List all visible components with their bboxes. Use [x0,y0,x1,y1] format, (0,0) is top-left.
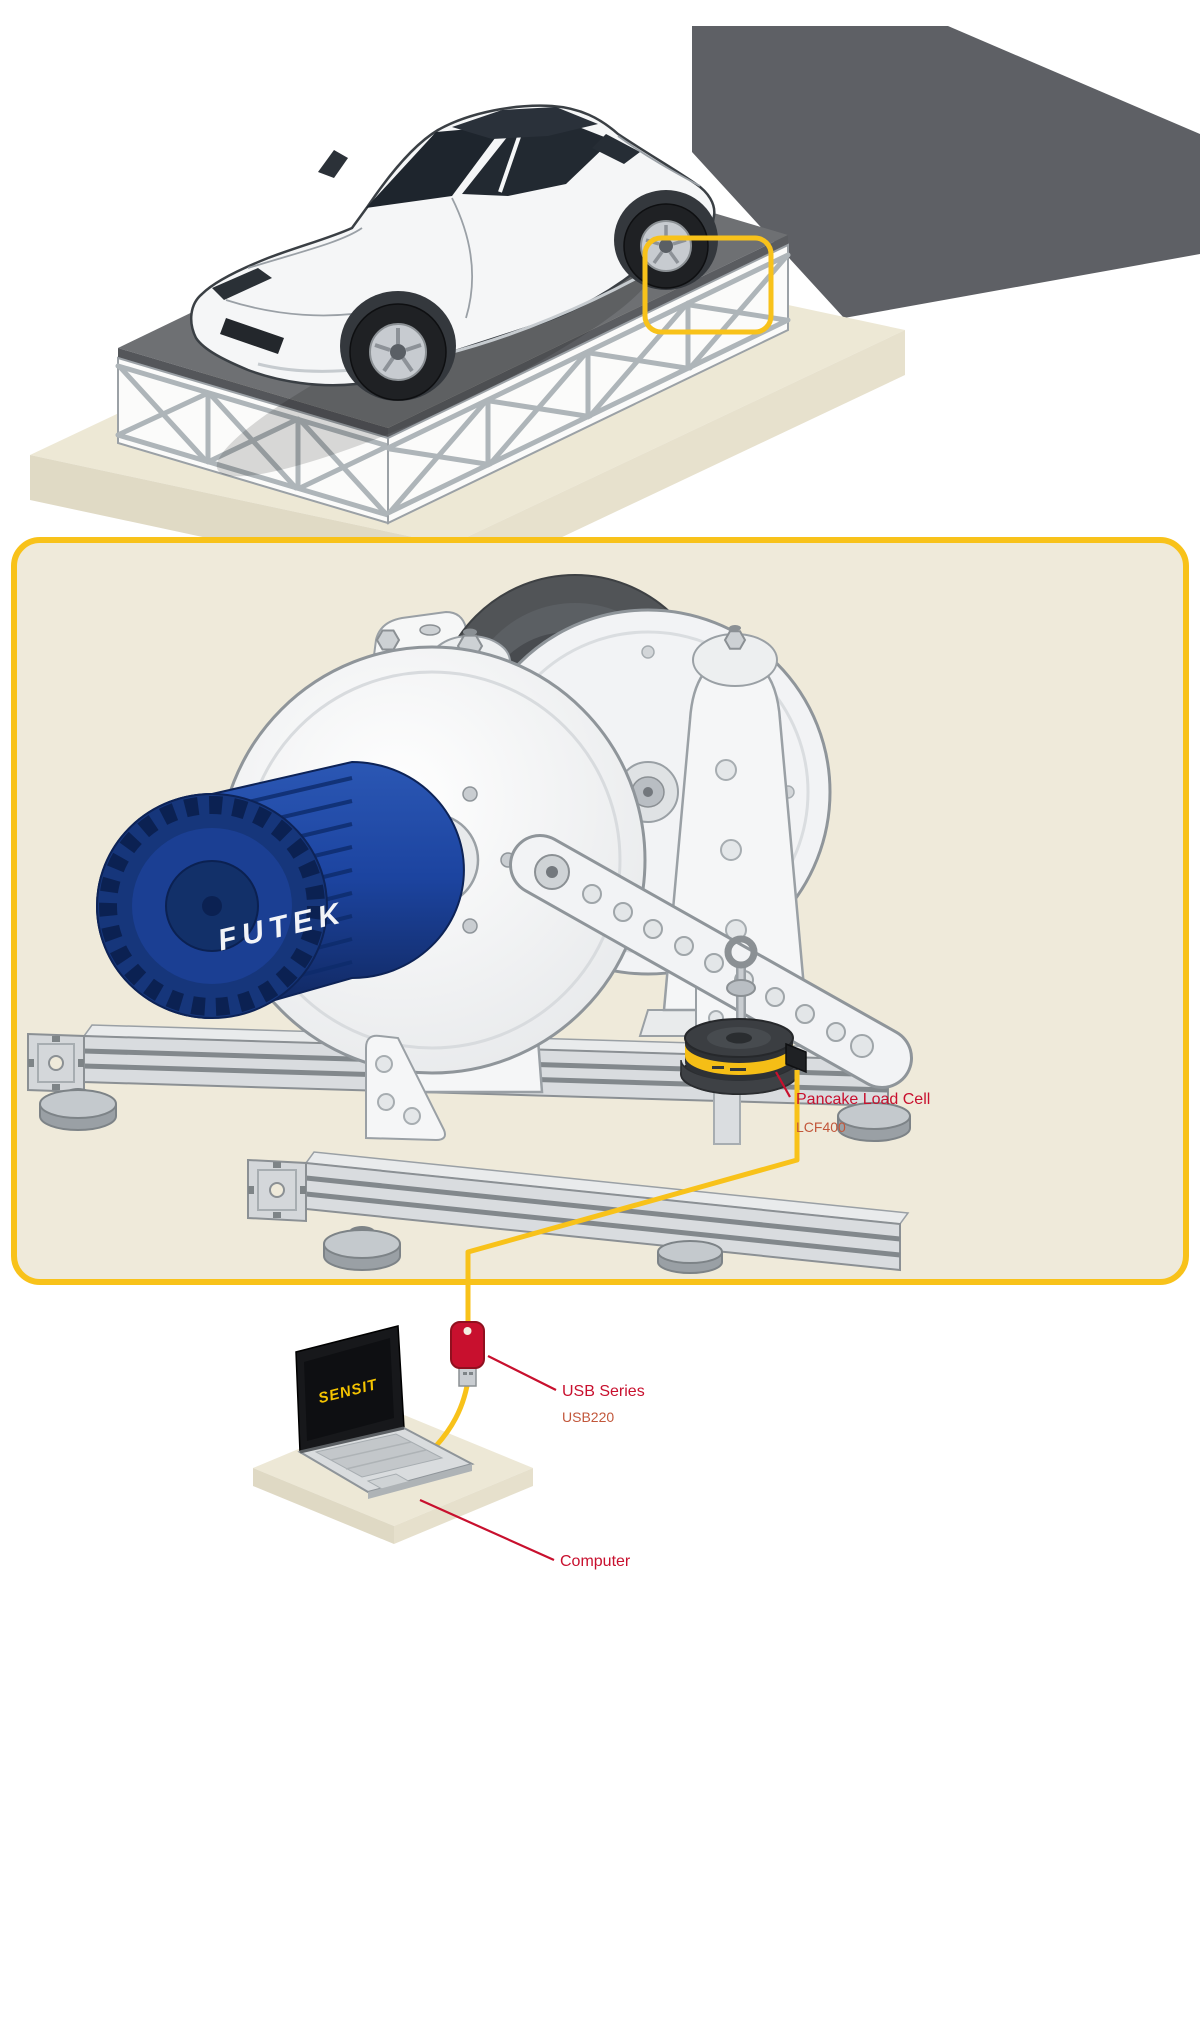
leader-line-load-cell [775,1071,791,1098]
mounting-foot-front-left [323,1226,401,1271]
leader-line-usb [487,1355,557,1391]
leader-line-computer [419,1498,555,1562]
pancake-load-cell [680,1018,807,1095]
headlight [212,268,272,300]
test-platform-truss [115,243,791,525]
side-mirror [318,150,348,178]
zoom-highlight-box [642,235,774,335]
usb-model-label: USB220 [562,1409,614,1425]
mounting-foot-rear-left [39,1088,117,1131]
load-cell-connector [785,1042,807,1074]
hood-crease [247,227,363,269]
motor: FUTEK [96,760,465,1020]
computer-scene: SENSIT USB Series USB220 Computer [253,1321,645,1570]
hex-bolt [723,630,747,650]
rear-deck-line [617,135,701,187]
rail-bracket-left [365,1034,446,1142]
car-illustration [189,104,718,401]
window-pillar [498,127,524,193]
mounting-foot-front-right [657,1240,723,1274]
roof-glass [452,107,598,139]
load-cell-label: Pancake Load Cell [796,1091,930,1108]
hex-bolt [375,629,401,651]
grille [220,318,284,354]
rail-end-face [27,1032,85,1094]
load-cell-model-label: LCF400 [796,1119,846,1135]
usb-label: USB Series [562,1383,645,1400]
door-seam [451,197,474,319]
mounting-foot-rear-right [837,1102,911,1142]
vehicle-platform-scene [30,26,1200,590]
side-window [462,122,612,196]
laptop: SENSIT [295,1325,475,1499]
sensor-cable [465,1070,800,1334]
front-wheel [340,291,456,401]
torque-arm [509,834,913,1089]
computer-label: Computer [560,1553,631,1570]
usb-cable [434,1385,470,1448]
rear-window [592,134,640,164]
ramp [692,26,1200,318]
usb-body [450,1321,485,1369]
rail-end-face [247,1158,307,1223]
dyno-detail-panel: FUTEK [11,537,1189,1334]
usb-adapter [450,1321,485,1387]
windshield [366,126,504,208]
